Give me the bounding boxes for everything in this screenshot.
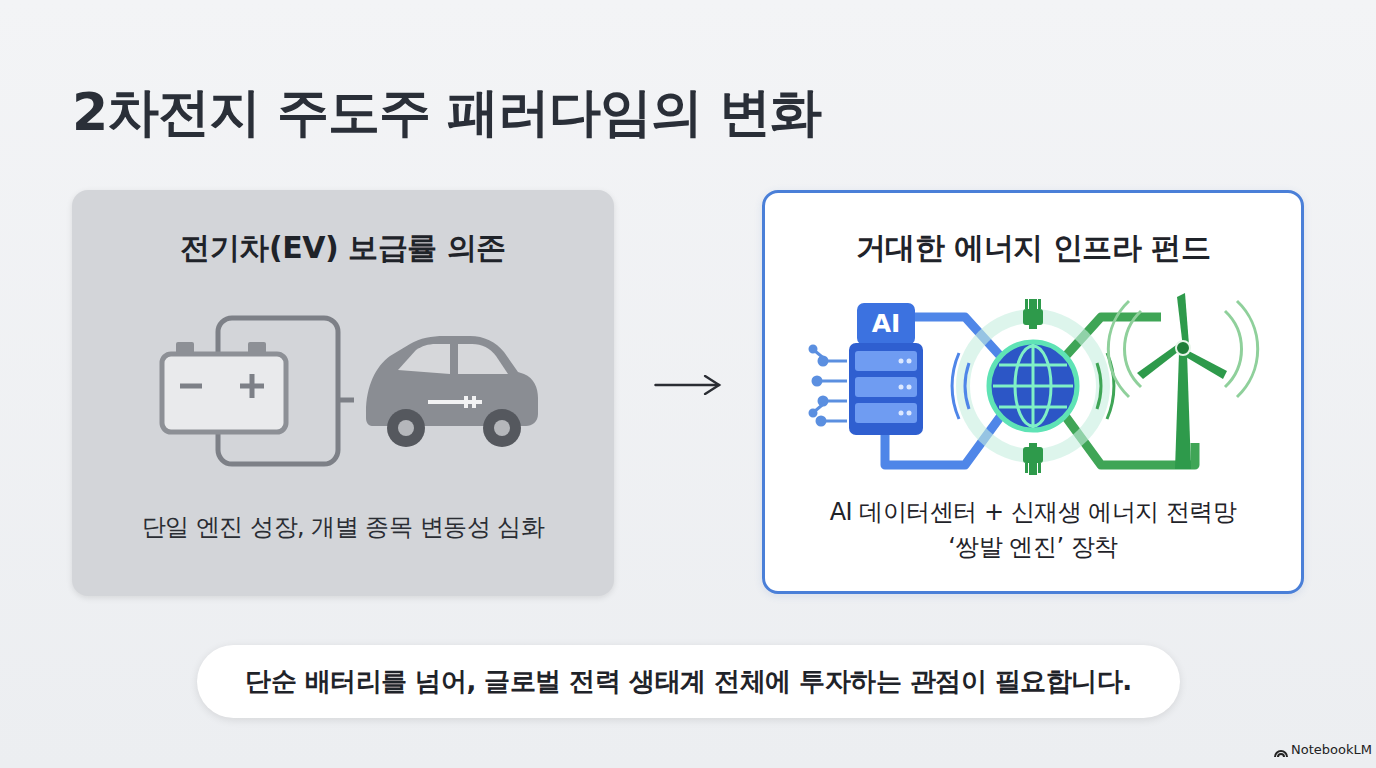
diagram-title: 2차전지 주도주 패러다임의 변화 bbox=[72, 78, 822, 148]
notebooklm-icon bbox=[1273, 746, 1289, 758]
flow-arrow bbox=[655, 384, 719, 386]
ai-badge-text: AI bbox=[857, 303, 915, 345]
conclusion-pill: 단순 배터리를 넘어, 글로벌 전력 생태계 전체에 투자하는 관점이 필요합니… bbox=[197, 645, 1180, 718]
panel-body: 단순 배터리를 넘어, 글로벌 전력 생태계 전체에 투자하는 관점이 필요합니… bbox=[245, 663, 1131, 701]
panel-heading: 거대한 에너지 인프라 펀드 bbox=[783, 226, 1283, 270]
source-panel: 전기차(EV) 보급률 의존단일 엔진 성장, 개별 종목 변동성 심화 bbox=[72, 190, 614, 596]
target-panel: 거대한 에너지 인프라 펀드 AI 데이터센터 + 신재생 에너지 전력망 ‘쌍발… bbox=[762, 190, 1304, 594]
panel-heading: 전기차(EV) 보급률 의존 bbox=[93, 226, 593, 270]
panel-body: 단일 엔진 성장, 개별 종목 변동성 심화 bbox=[93, 510, 593, 545]
watermark: NotebookLM bbox=[1291, 742, 1372, 757]
panel-body: AI 데이터센터 + 신재생 에너지 전력망 ‘쌍발 엔진’ 장착 bbox=[813, 495, 1253, 565]
